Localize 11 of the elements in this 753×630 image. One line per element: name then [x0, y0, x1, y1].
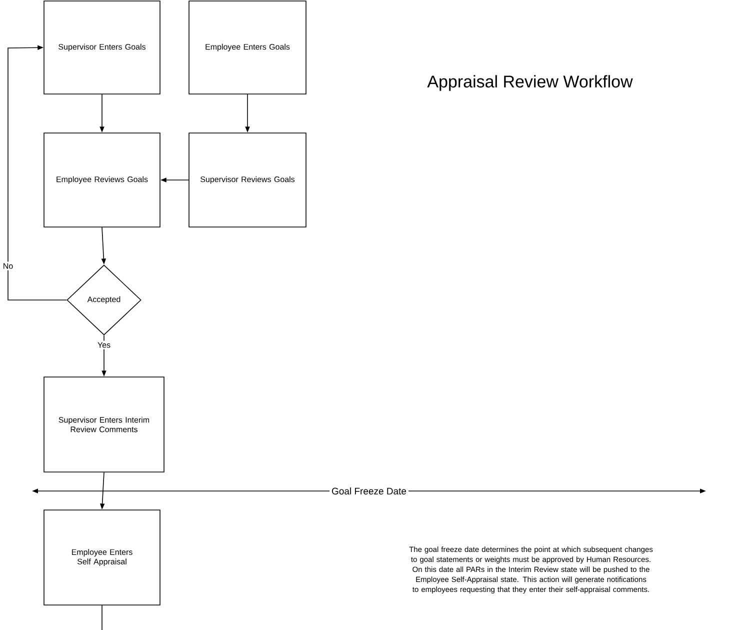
arrow [8, 45, 67, 300]
process-box: Supervisor Reviews Goals [188, 132, 306, 228]
process-box: Employee Reviews Goals [44, 132, 160, 228]
process-box: Supervisor Enters Goals [44, 0, 160, 94]
process-box: Employee Enters Self Appraisal [44, 510, 160, 606]
process-box: Employee Enters Goals [188, 0, 306, 94]
timeline-label: Goal Freeze Date [330, 486, 408, 496]
edge-label: Yes [96, 340, 112, 350]
edge-label: No [1, 262, 15, 270]
title: Appraisal Review Workflow [427, 75, 633, 91]
process-box: Supervisor Enters Interim Review Comments [44, 376, 164, 472]
